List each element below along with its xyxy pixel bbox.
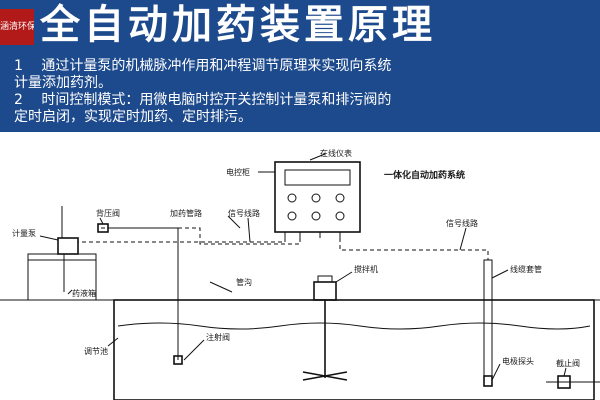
- pointer-line: [335, 271, 353, 283]
- pointer-line: [227, 215, 241, 229]
- label-electrode-probe: 电极探头: [502, 356, 534, 366]
- pointer-line: [459, 227, 467, 251]
- electrode-probe: [483, 375, 493, 387]
- label-mixer: 搅拌机: [354, 264, 378, 274]
- pointer-line: [183, 339, 205, 361]
- label-signal-line-left: 信号线路: [228, 208, 260, 218]
- label-chemical-tank: 药液箱: [72, 288, 96, 298]
- control-knob: [287, 211, 297, 221]
- company-logo: 涵清环保: [0, 9, 34, 45]
- label-online-meter: 在线仪表: [320, 148, 352, 158]
- dosing-pipe-line: [100, 227, 301, 245]
- pointer-line: [39, 235, 59, 241]
- label-metering-pump: 计量泵: [12, 228, 36, 238]
- online-meter-display: [284, 169, 351, 186]
- mixer-blade: [302, 371, 348, 381]
- label-control-cabinet: 电控柜: [226, 167, 250, 177]
- signal-line-to-probe: [339, 238, 489, 260]
- note-line-2: 计量添加药剂。: [14, 75, 112, 91]
- dosing-pipe-to-tank: [108, 227, 179, 360]
- control-knob: [335, 211, 345, 221]
- principle-notes: 1 通过计量泵的机械脉冲作用和冲程调节原理来实现向系统 计量添加药剂。 2 时间…: [14, 58, 592, 126]
- pointer-line: [67, 289, 73, 295]
- pointer-line: [107, 337, 119, 347]
- label-back-pressure-valve: 背压阀: [96, 208, 120, 218]
- cable-conduit: [483, 259, 493, 377]
- pointer-line: [491, 269, 509, 279]
- metering-pump: [57, 237, 79, 255]
- label-cable-conduit: 线缆套管: [510, 264, 542, 274]
- injection-valve: [173, 355, 183, 365]
- note-line-1: 1 通过计量泵的机械脉冲作用和冲程调节原理来实现向系统: [14, 58, 392, 74]
- mixer-cap: [317, 275, 333, 283]
- water-surface: [117, 322, 591, 330]
- label-signal-line-right: 信号线路: [446, 218, 478, 228]
- signal-line-to-pump: [78, 238, 286, 243]
- label-regulating-tank: 调节池: [84, 346, 108, 356]
- label-pipe-trench: 管沟: [236, 277, 252, 287]
- pointer-line: [309, 153, 326, 161]
- pointer-line: [491, 363, 501, 381]
- mixer-motor: [313, 281, 337, 301]
- page-title: 全自动加药装置原理: [40, 2, 436, 48]
- label-dosing-pipe: 加药管路: [170, 208, 202, 218]
- label-stop-valve: 截止阀: [556, 358, 580, 368]
- note-line-4: 定时启闭，实现定时加药、定时排污。: [14, 109, 252, 125]
- control-cabinet: [274, 161, 361, 233]
- regulating-tank: [113, 299, 595, 400]
- control-knob: [287, 193, 297, 203]
- pointer-line: [563, 367, 567, 377]
- system-title: 一体化自动加药系统: [384, 169, 465, 181]
- label-injection-valve: 注射阀: [206, 332, 230, 342]
- dosing-system-diagram: 在线仪表 电控柜 一体化自动加药系统 背压阀 加药管路 信号线路 信号线路 计量…: [0, 148, 600, 400]
- pointer-line: [247, 217, 251, 243]
- header-banner: 涵清环保 全自动加药装置原理 1 通过计量泵的机械脉冲作用和冲程调节原理来实现向…: [0, 0, 600, 132]
- pointer-line: [99, 217, 104, 225]
- control-knob: [311, 211, 321, 221]
- control-knob: [311, 193, 321, 203]
- note-line-3: 2 时间控制模式：用微电脑时控开关控制计量泵和排污阀的: [14, 92, 392, 108]
- pointer-line: [209, 281, 233, 293]
- control-knob: [335, 193, 345, 203]
